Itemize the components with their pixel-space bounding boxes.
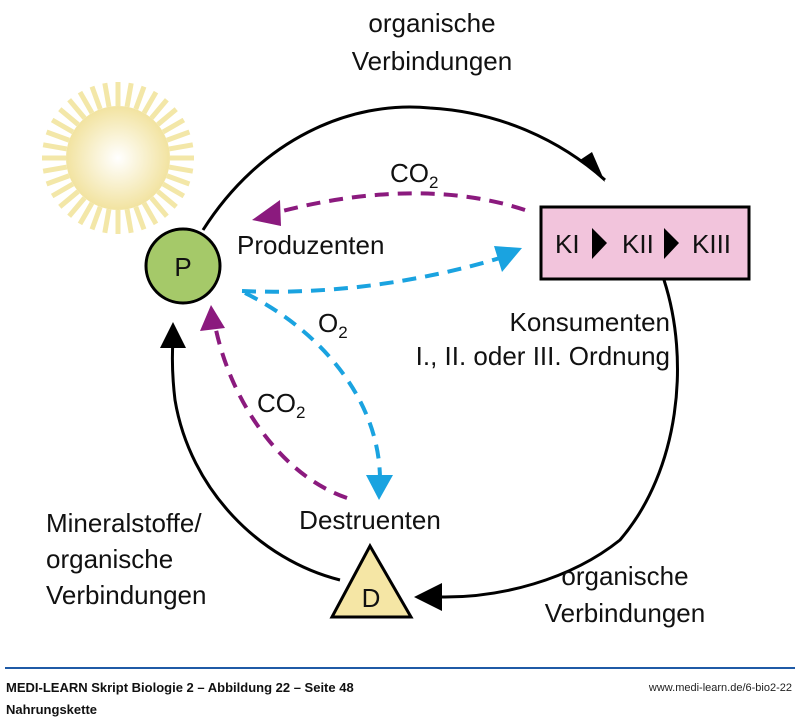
sun-ray	[102, 208, 112, 234]
chevron-right-icon	[664, 228, 679, 259]
sun-ray	[124, 82, 134, 108]
bottom-right-label-line2: Verbindungen	[545, 598, 705, 628]
top-label-line2: Verbindungen	[352, 46, 512, 76]
consumers-box	[539, 205, 751, 281]
sun-ray	[50, 117, 75, 135]
consumer-level-1: KI	[555, 229, 580, 259]
left-label-line1: Mineralstoffe/	[46, 508, 202, 538]
producer-label: Produzenten	[237, 230, 384, 260]
co2-left-sub: 2	[296, 403, 305, 422]
arrow-head-top	[580, 152, 605, 182]
sun-ray	[89, 206, 103, 231]
sun-ray	[42, 142, 68, 152]
sun-ray	[45, 173, 70, 187]
arrow-head-bottom	[414, 583, 442, 611]
producer-symbol: P	[174, 252, 191, 282]
sun-ray	[133, 85, 147, 110]
footer-caption: Nahrungskette	[6, 702, 98, 717]
sun-ray	[67, 98, 87, 120]
sun-ray	[102, 82, 112, 108]
sun-ray	[168, 142, 194, 152]
o2-main: O	[318, 308, 338, 338]
top-label-line1: organische	[368, 8, 495, 38]
o2-arrow-producer-to-consumers	[241, 256, 501, 294]
o2-arrow-head-decomposer	[366, 475, 393, 500]
co2-label-left: CO2	[257, 388, 305, 422]
footer-url[interactable]: www.medi-learn.de/6-bio2-22	[648, 682, 792, 694]
co2-label-top: CO2	[390, 158, 438, 192]
sun-ray	[141, 90, 159, 115]
chevron-right-icon	[592, 228, 607, 259]
sun-ray	[42, 164, 68, 174]
sun-ray	[161, 181, 186, 199]
producer-circle	[144, 227, 222, 305]
sun-ray	[166, 173, 191, 187]
o2-sub: 2	[338, 323, 347, 342]
footer-divider	[5, 667, 795, 669]
decomposer-label: Destruenten	[299, 505, 441, 535]
cycle-arc-decomposer-to-producer	[170, 339, 341, 582]
sun-ray	[124, 208, 134, 234]
co2-arrow-head-top	[252, 200, 281, 226]
sun-ray	[161, 117, 186, 135]
bottom-right-label-line1: organische	[561, 561, 688, 591]
producer-node: P	[144, 227, 222, 305]
food-chain-diagram: P Produzenten KI KII KIII Konsumenten I.…	[42, 8, 751, 628]
co2-arrow-decomposer-to-producer	[213, 324, 348, 500]
sun-ray	[168, 164, 194, 174]
left-label-line3: Verbindungen	[46, 580, 206, 610]
left-label-line2: organische	[46, 544, 173, 574]
footer-source: MEDI-LEARN Skript Biologie 2 – Abbildung…	[6, 680, 354, 695]
sun-ray	[77, 201, 95, 226]
cycle-arc-producer-to-consumers	[201, 105, 606, 231]
sun-ray	[156, 107, 178, 127]
sun-ray	[156, 189, 178, 209]
sun-ray	[149, 196, 169, 218]
sun-ray	[89, 85, 103, 110]
decomposer-node: D	[329, 542, 414, 619]
sun-ray	[149, 98, 169, 120]
sun-ray	[58, 107, 80, 127]
sun-ray	[77, 90, 95, 115]
sun-icon	[42, 82, 194, 234]
sun-ray	[50, 181, 75, 199]
sun-ray	[67, 196, 87, 218]
o2-arrow-producer-to-decomposer	[244, 291, 382, 481]
sun-ray	[133, 206, 147, 231]
arrow-head-left	[160, 322, 186, 348]
co2-arrow-head-left	[200, 305, 225, 331]
co2-top-sub: 2	[429, 173, 438, 192]
co2-arrow-consumers-to-producer	[274, 191, 526, 215]
o2-arrow-head-consumers	[494, 246, 522, 272]
consumers-label-line1: Konsumenten	[510, 307, 670, 337]
o2-label: O2	[318, 308, 348, 342]
decomposer-symbol: D	[362, 583, 381, 613]
sun-ray	[45, 129, 70, 143]
consumer-level-2: KII	[622, 229, 654, 259]
sun-ray	[141, 201, 159, 226]
co2-left-main: CO	[257, 388, 296, 418]
consumers-label-line2: I., II. oder III. Ordnung	[416, 341, 670, 371]
sun-ray	[58, 189, 80, 209]
consumer-level-3: KIII	[692, 229, 731, 259]
cycle-arc-consumers-to-decomposer	[439, 279, 679, 599]
sun-ray	[166, 129, 191, 143]
consumers-node: KI KII KIII	[539, 205, 751, 281]
decomposer-triangle	[329, 542, 414, 619]
co2-top-main: CO	[390, 158, 429, 188]
